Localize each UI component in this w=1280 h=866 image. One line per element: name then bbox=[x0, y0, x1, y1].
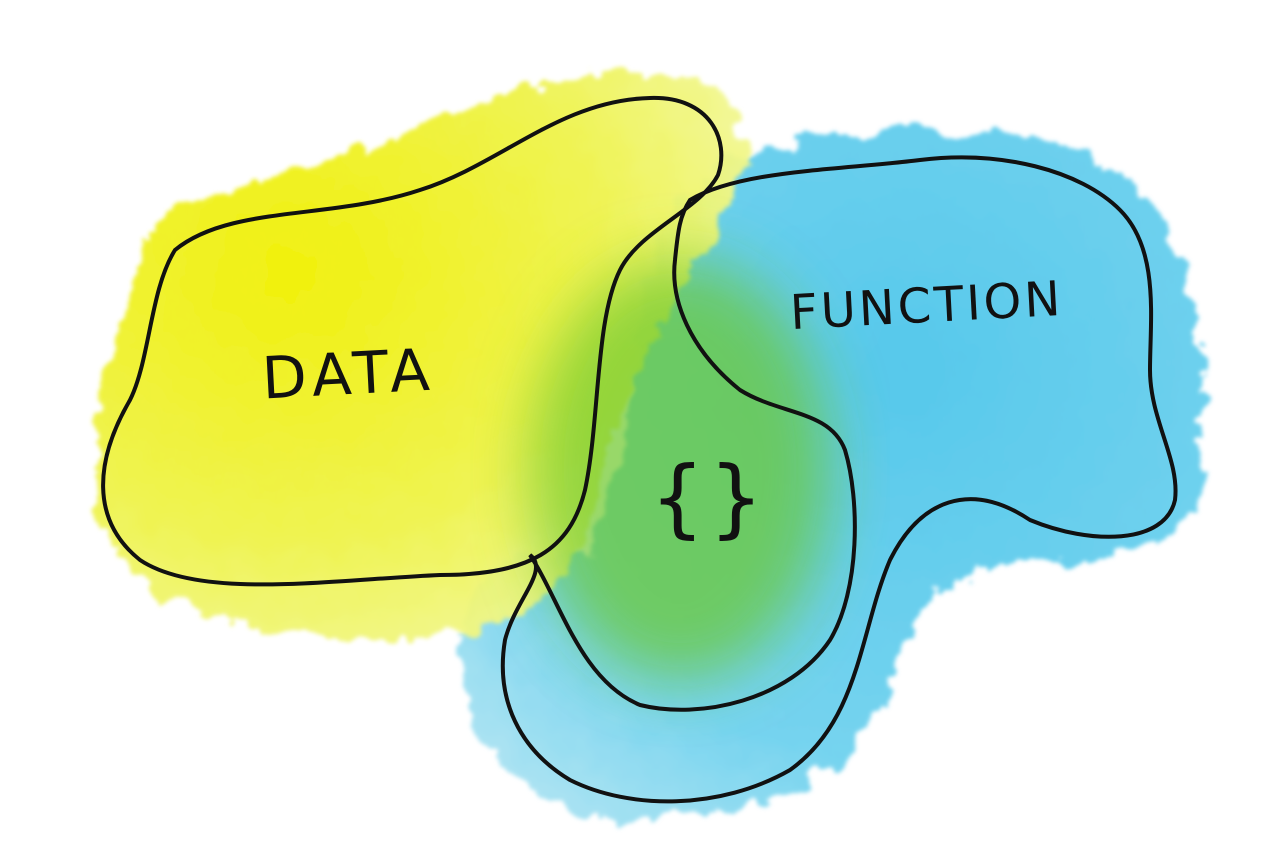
data-label: DATA bbox=[260, 335, 438, 413]
function-set-outline bbox=[500, 155, 1178, 804]
data-set-outline bbox=[101, 95, 724, 587]
intersection-braces-label: {} bbox=[650, 448, 768, 548]
intersection-wash bbox=[530, 260, 830, 680]
